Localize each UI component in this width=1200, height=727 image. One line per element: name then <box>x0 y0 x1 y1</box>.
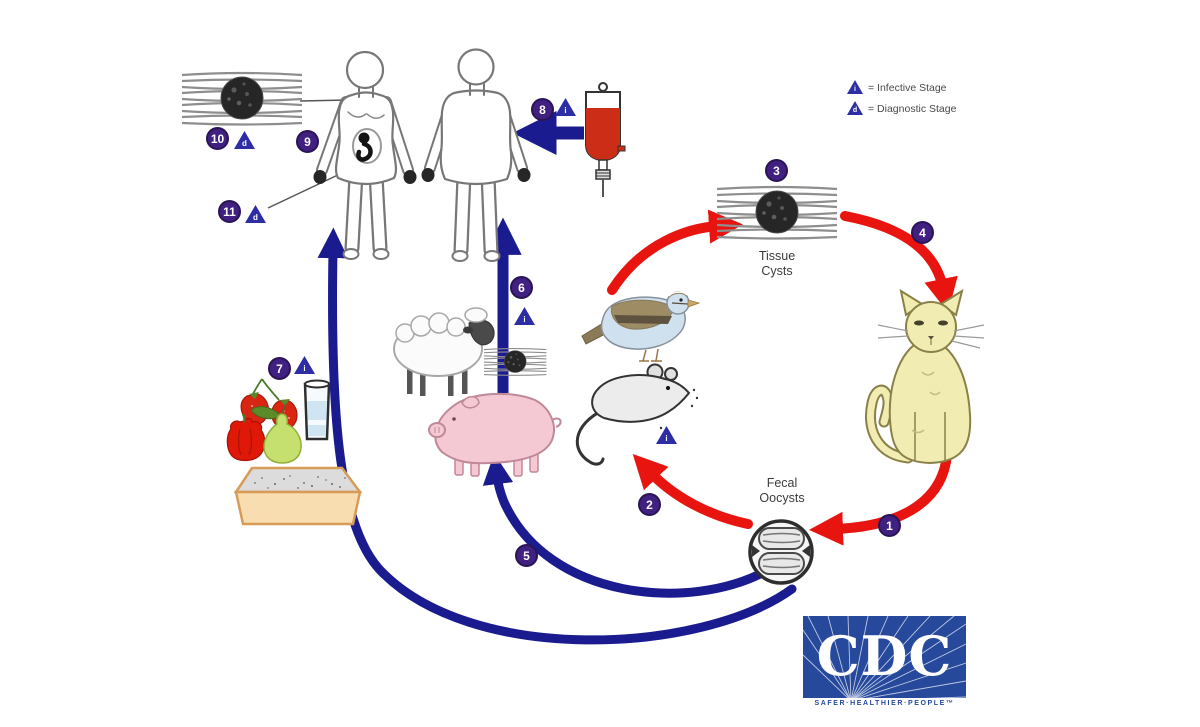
fecal-oocysts-label-line1: Fecal <box>766 476 798 490</box>
step-marker-7: 7 <box>268 357 291 380</box>
triangle-letter: i <box>854 86 856 93</box>
tissue-cyst-icon <box>715 185 839 240</box>
legend-diagnostic-label: = Diagnostic Stage <box>868 103 957 115</box>
cdc-logo <box>803 616 966 698</box>
pig-icon <box>428 392 562 477</box>
step-marker-11: 11 <box>218 200 241 223</box>
triangle-letter: i <box>303 364 306 373</box>
legend-infective-label: = Infective Stage <box>868 82 947 94</box>
blue-arrow-oocysts-to-pig <box>482 453 771 598</box>
triangle-letter: d <box>852 107 858 114</box>
human-male-figure <box>421 48 531 262</box>
triangle-letter: d <box>253 213 258 222</box>
red-arrow-oocysts-to-mouse <box>632 453 753 529</box>
tissue-cyst-icon <box>483 347 547 376</box>
cat-icon <box>865 288 985 465</box>
tissue-cysts-label: Tissue Cysts <box>737 249 817 279</box>
triangle-letter: i <box>564 106 567 115</box>
mouse-icon <box>575 363 699 466</box>
fecal-oocyst-icon <box>748 519 814 585</box>
step-marker-2: 2 <box>638 493 661 516</box>
step-marker-5: 5 <box>515 544 538 567</box>
cdc-logo-acronym: CDC <box>816 624 953 688</box>
litter-box-icon <box>233 466 363 526</box>
blood-bag-icon <box>585 82 626 197</box>
triangle-letter: d <box>242 139 247 148</box>
triangle-letter: i <box>523 315 526 324</box>
step-marker-1: 1 <box>878 514 901 537</box>
pear-icon <box>250 403 302 464</box>
fetus-in-utero-icon <box>352 128 382 164</box>
tissue-cysts-label-line2: Cysts <box>761 264 793 278</box>
red-arrow-cat-to-oocysts <box>809 450 952 546</box>
bell-pepper-icon <box>226 413 266 462</box>
triangle-letter: i <box>665 434 668 443</box>
pointer-line-cyst-to-human <box>299 99 349 102</box>
bird-icon <box>581 291 701 362</box>
water-glass-icon <box>303 379 331 441</box>
step-marker-6: 6 <box>510 276 533 299</box>
human-female-figure <box>313 50 417 260</box>
fecal-oocysts-label-line2: Oocysts <box>759 491 805 505</box>
fecal-oocysts-label: Fecal Oocysts <box>742 476 822 506</box>
step-marker-4: 4 <box>911 221 934 244</box>
step-marker-10: 10 <box>206 127 229 150</box>
step-marker-9: 9 <box>296 130 319 153</box>
step-marker-8: 8 <box>531 98 554 121</box>
sheep-icon <box>393 307 495 396</box>
tissue-cysts-label-line1: Tissue <box>758 249 796 263</box>
blue-arrow-oocysts-to-human <box>317 227 797 645</box>
step-marker-3: 3 <box>765 159 788 182</box>
red-arrow-bird-to-cysts <box>607 209 743 295</box>
red-arrow-cysts-to-cat <box>840 211 958 313</box>
cdc-logo-tagline: SAFER·HEALTHIER·PEOPLE™ <box>814 700 955 707</box>
tissue-cyst-icon <box>180 71 304 126</box>
